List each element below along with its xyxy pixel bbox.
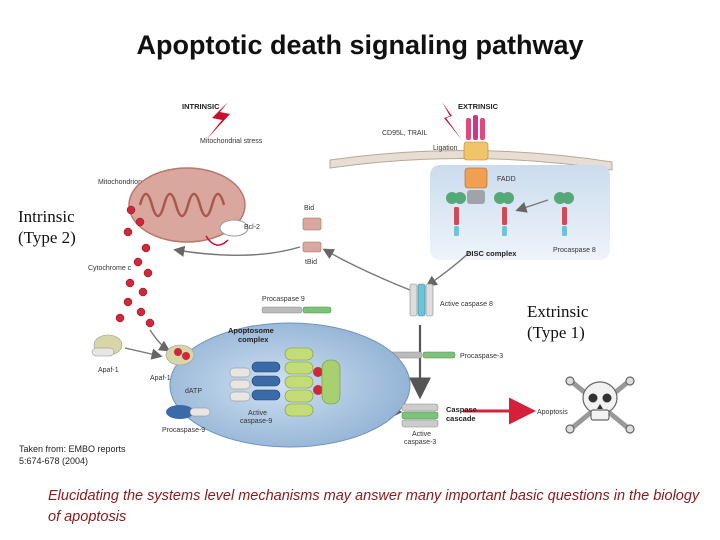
arrow-disc-to-casp8 — [425, 251, 471, 287]
caption-text: Elucidating the systems level mechanisms… — [48, 488, 700, 525]
procaspase9-top-label: Procaspase 9 — [262, 296, 305, 303]
tbid-label: tBid — [305, 259, 317, 266]
cytochrome-c-dots — [115, 205, 155, 328]
active-caspase8 — [409, 283, 434, 317]
mitochondrion — [128, 167, 249, 243]
source-line2: 5:674-678 (2004) — [19, 456, 89, 466]
arrow-cytc-to-apoptosome — [149, 329, 171, 352]
intrinsic-line1: Intrinsic — [18, 207, 75, 226]
cd95-label: CD95L, TRAIL — [382, 130, 427, 137]
apaf1-inside-molecule — [165, 344, 195, 366]
extrinsic-line2: (Type 1) — [527, 323, 585, 342]
active-caspase3 — [401, 403, 439, 428]
caspase-cascade-label-2: cascade — [446, 414, 476, 423]
bid-molecule — [302, 217, 322, 253]
ligation-label: Ligation — [433, 145, 458, 152]
arrow-casp8-to-bid — [322, 248, 411, 291]
intrinsic-label: INTRINSIC — [182, 102, 220, 111]
page-title: Apoptotic death signaling pathway — [136, 30, 584, 60]
source-line1: Taken from: EMBO reports — [19, 444, 126, 454]
mito-stress-label: Mitochondrial stress — [200, 138, 263, 145]
mitochondrion-label: Mitochondrion — [98, 179, 142, 186]
intrinsic-type2-label: Intrinsic (Type 2) — [18, 206, 76, 248]
bcl2-label: Bcl-2 — [244, 224, 260, 231]
arrow-tbid-to-mito — [173, 245, 301, 257]
active-caspase9-label-2: caspase-9 — [240, 418, 272, 425]
apaf1-inside-label: Apaf-1 — [150, 375, 171, 382]
active-caspase9-label-1: Active — [248, 410, 267, 417]
bcl2-inhibition-arc — [205, 235, 229, 246]
procaspase9-bottom-label: Procaspase-9 — [162, 427, 205, 434]
active-caspase8-label: Active caspase 8 — [440, 301, 493, 308]
apoptosome-label-1: Apoptosome — [228, 326, 274, 335]
arrow-procasp8 — [515, 199, 549, 213]
fadd-label: FADD — [497, 176, 516, 183]
extrinsic-type1-label: Extrinsic (Type 1) — [527, 301, 589, 343]
disc-label: DISC complex — [466, 249, 517, 258]
disc-proteins — [446, 192, 574, 236]
apoptosome-wheel — [229, 347, 341, 417]
apoptosome-label-2: complex — [238, 335, 269, 344]
apaf1-outside-label: Apaf-1 — [98, 367, 119, 374]
extrinsic-line1: Extrinsic — [527, 302, 589, 321]
extrinsic-label: EXTRINSIC — [458, 102, 499, 111]
plasma-membrane — [329, 149, 613, 171]
procaspase9-bottom-molecule — [166, 405, 211, 419]
procaspase9-top — [261, 306, 332, 314]
active-caspase3-label-2: caspase-3 — [404, 439, 436, 446]
cytochrome-c-label: Cytochrome c — [88, 265, 132, 272]
apaf1-outside-molecule — [91, 334, 123, 357]
bid-label: Bid — [304, 205, 314, 212]
source-citation: Taken from: EMBO reports 5:674-678 (2004… — [19, 443, 126, 467]
arrow-apaf1-to-cell — [124, 347, 163, 360]
apoptosis-label: Apoptosis — [537, 409, 568, 416]
skull-crossbones-icon — [565, 376, 635, 434]
datp-label: dATP — [185, 388, 202, 395]
active-caspase3-label-1: Active — [412, 431, 431, 438]
caspase-cascade-label-1: Caspase — [446, 405, 477, 414]
intrinsic-line2: (Type 2) — [18, 228, 76, 247]
procaspase3-label: Procaspase-3 — [460, 353, 503, 360]
death-receptor-complex — [463, 115, 489, 204]
procaspase8-label: Procaspase 8 — [553, 247, 596, 254]
